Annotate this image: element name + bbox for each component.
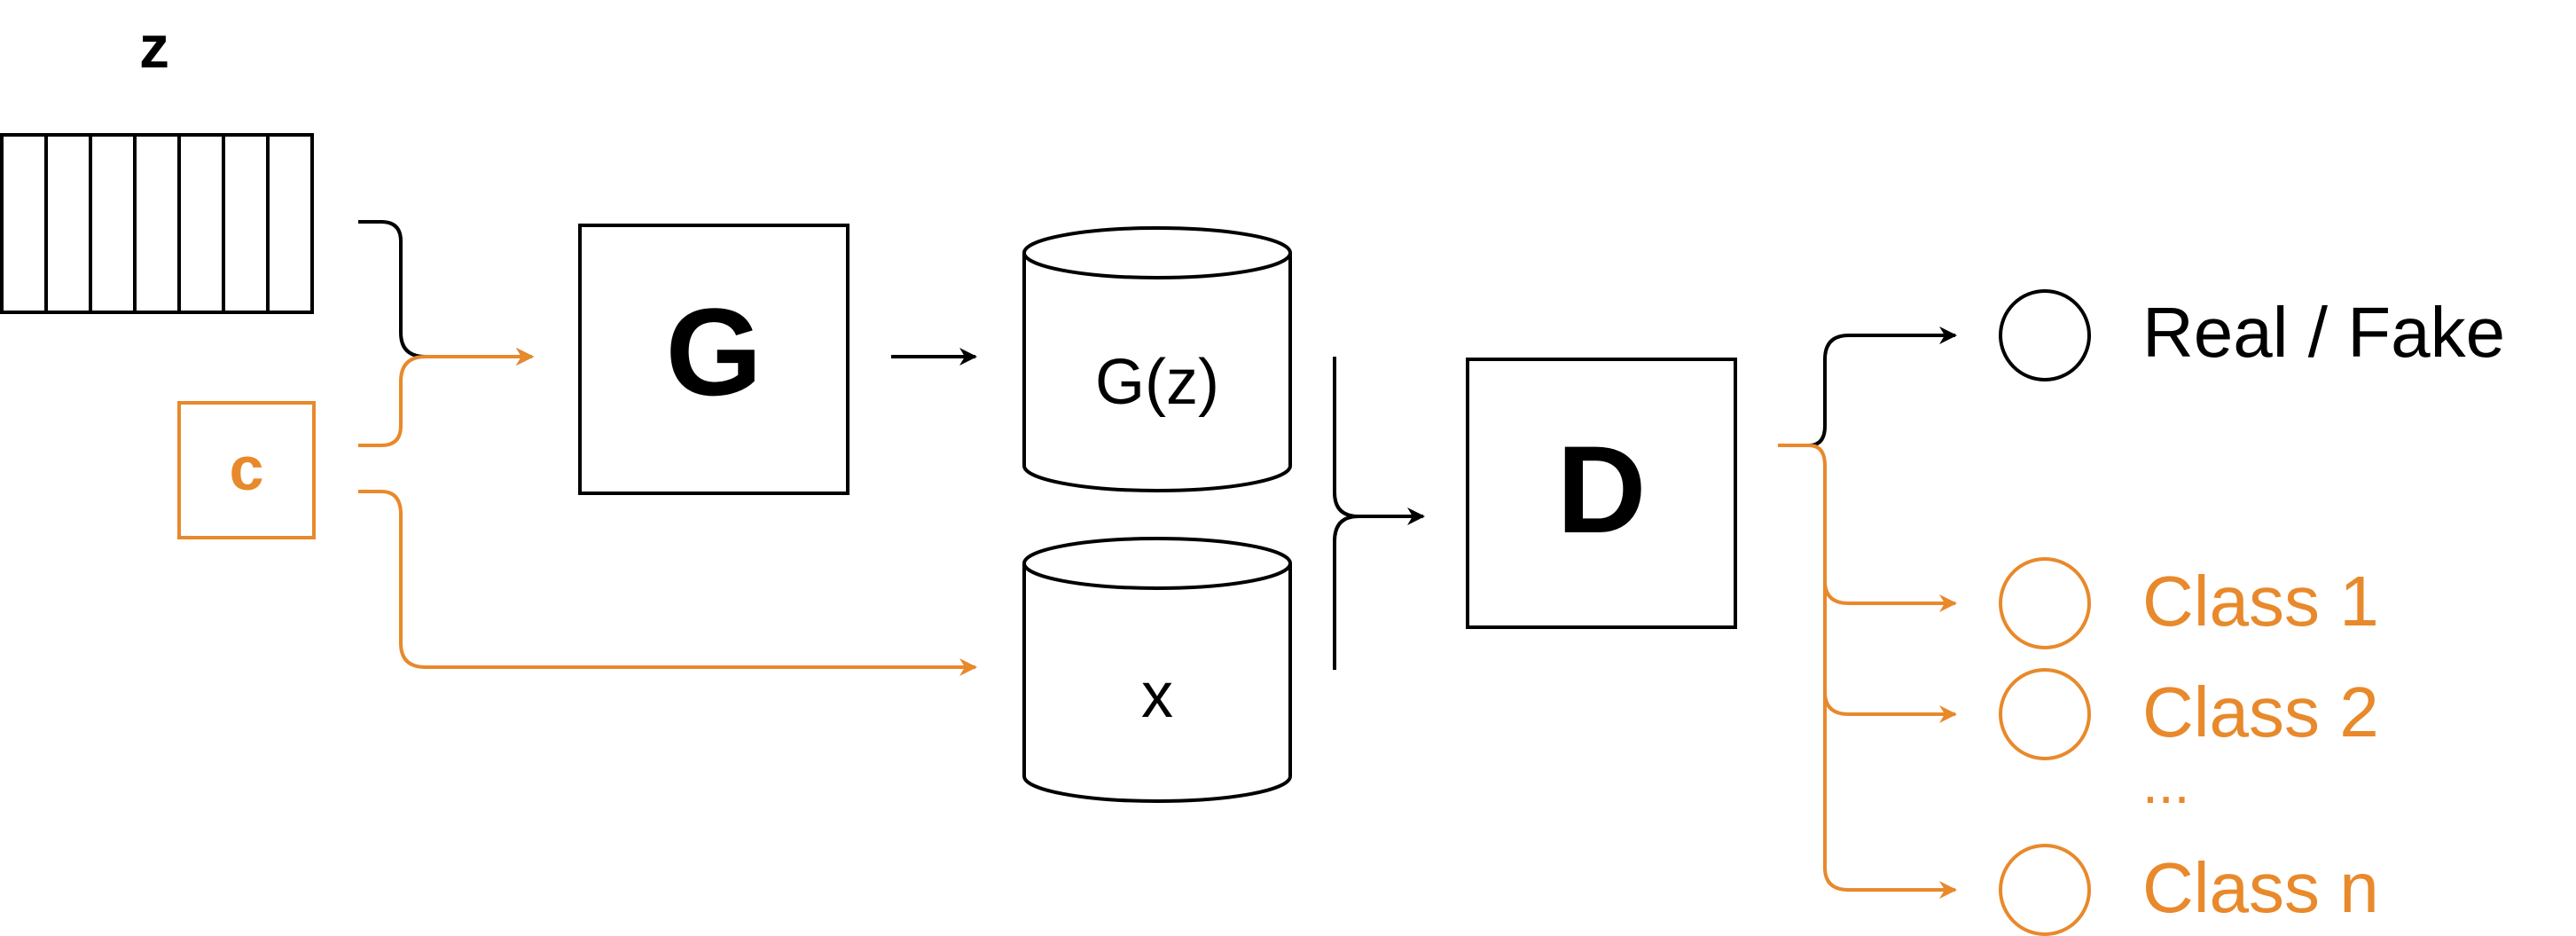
generator-label: G — [666, 282, 763, 421]
c-to-x-arrow — [358, 490, 977, 676]
real-sample-label: x — [1141, 660, 1173, 731]
discriminator-box: D — [1466, 358, 1737, 629]
z-label: z — [139, 13, 169, 81]
d-to-realfake-arrow — [1778, 326, 1957, 447]
class2-label: Class 2 — [2142, 673, 2379, 751]
realfake-output-node — [1999, 289, 2091, 381]
generated-sample-label: G(z) — [1095, 347, 1219, 418]
x-to-d-arrow — [1333, 515, 1423, 670]
gz-to-d-arrow — [1333, 357, 1425, 525]
z-vector — [0, 133, 314, 314]
classn-output-node — [1999, 844, 2091, 936]
class-ellipsis: ... — [2142, 751, 2189, 815]
generated-sample-cylinder: G(z) — [1022, 226, 1292, 492]
c-to-g-arrow — [358, 348, 534, 447]
d-to-classn-arrow — [1823, 692, 1957, 899]
class1-label: Class 1 — [2142, 562, 2379, 641]
z-to-g-arrow — [358, 220, 534, 366]
discriminator-label: D — [1556, 420, 1646, 559]
classn-label: Class n — [2142, 848, 2379, 927]
class1-output-node — [1999, 557, 2091, 649]
realfake-label: Real / Fake — [2142, 293, 2505, 372]
real-sample-cylinder: x — [1022, 537, 1292, 803]
d-to-class2-arrow — [1823, 581, 1957, 723]
c-label: c — [230, 434, 264, 503]
c-input-box: c — [177, 401, 316, 539]
class2-output-node — [1999, 668, 2091, 760]
generator-box: G — [578, 224, 850, 495]
d-to-class-branch — [1778, 444, 1957, 612]
